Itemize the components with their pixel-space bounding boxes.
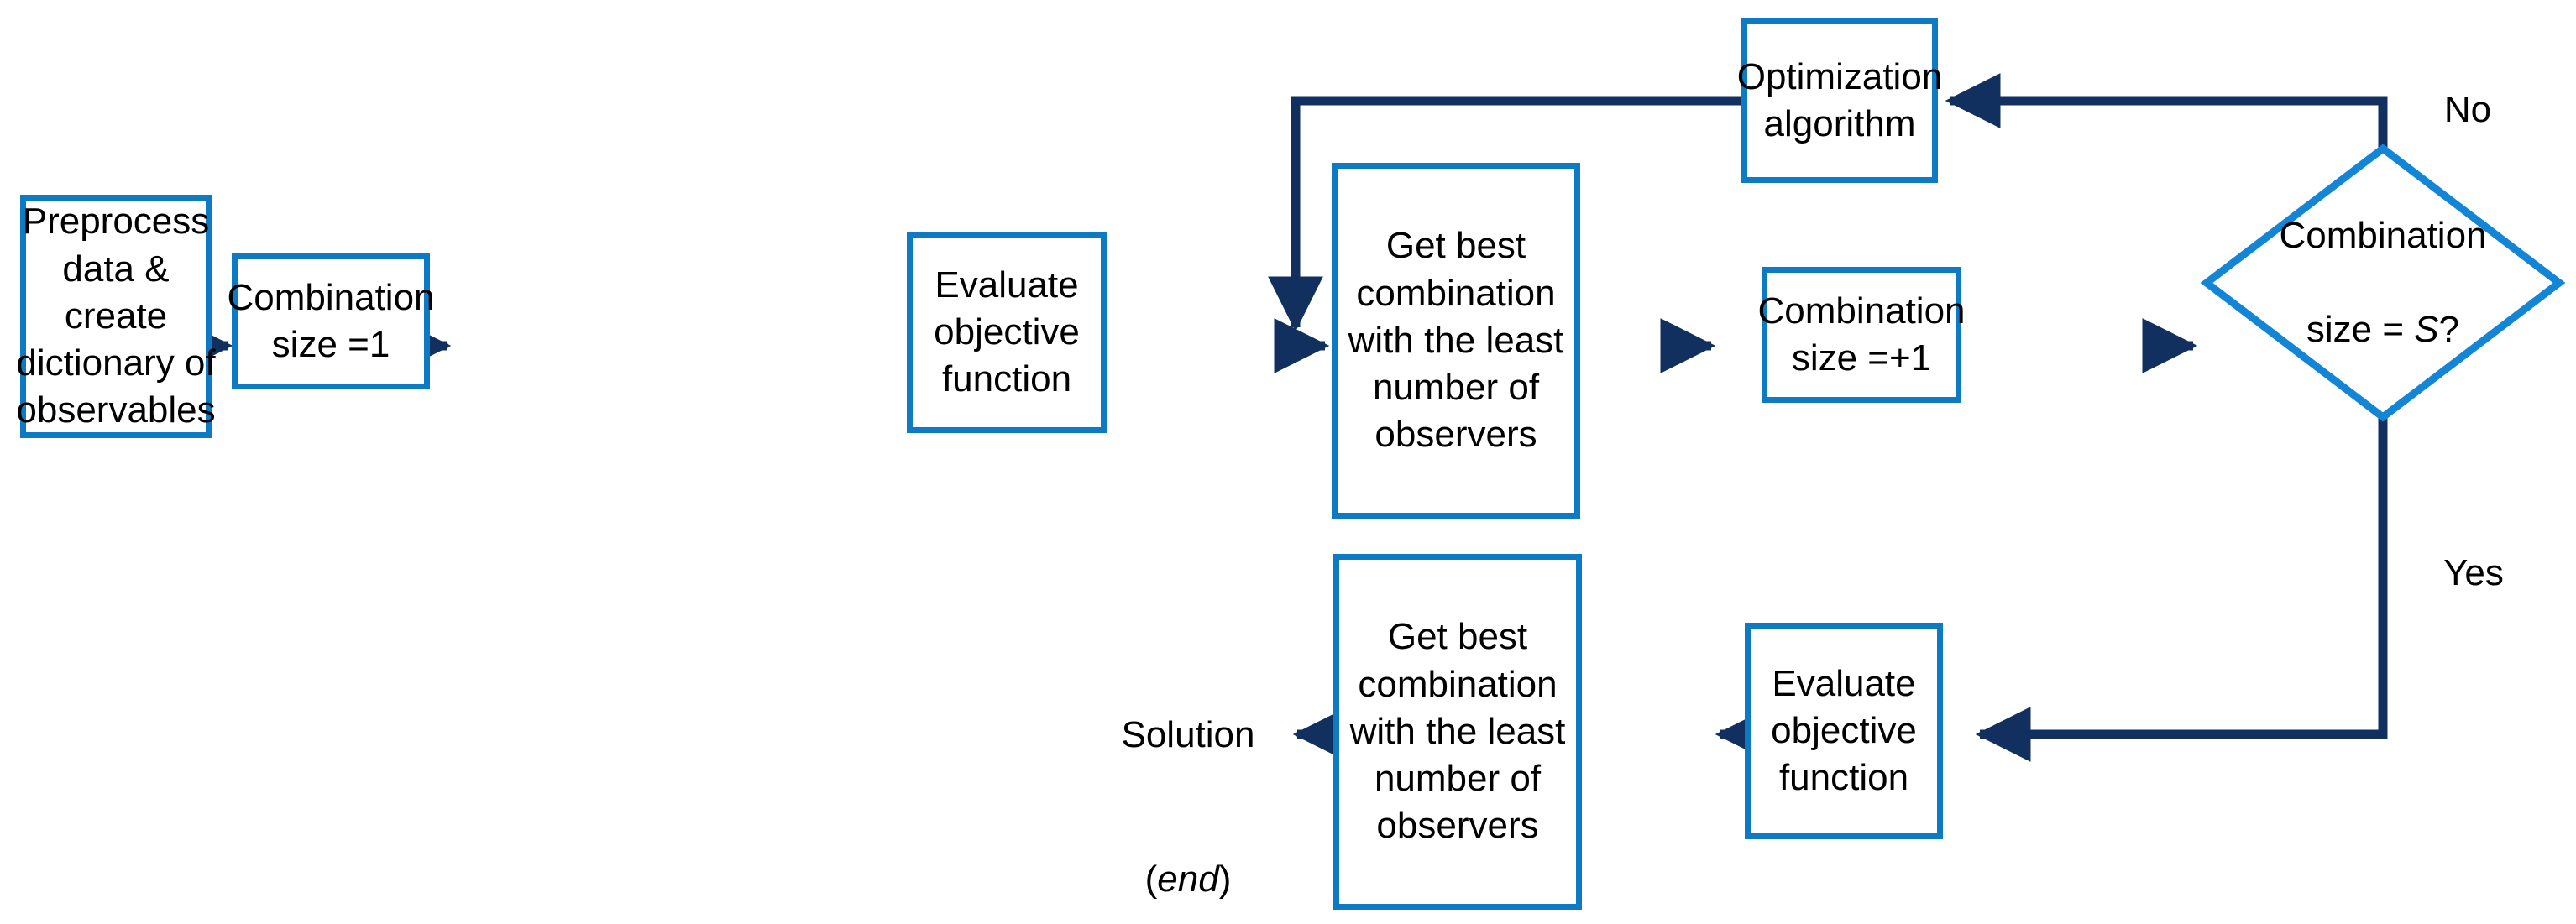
solution-paren-close: ) [1218,858,1232,900]
node-combination-size-plus-1-text: Combination size =+1 [1757,267,1965,403]
node-get-best-combination-bottom-label: Get best combination with the least numb… [1349,616,1566,847]
solution-end-italic: end [1157,858,1219,900]
node-get-best-combination-bottom[interactable] [1333,554,1582,910]
node-combination-size-1[interactable]: Combination size =1 [227,253,435,389]
edge-label-no: No [2403,44,2491,176]
edge-label-yes: Yes [2403,507,2504,639]
node-evaluate-objective-top[interactable] [907,232,1107,433]
node-evaluate-objective-top-text: Evaluate objective function [907,232,1107,433]
node-get-best-combination-bottom-text: Get best combination with the least numb… [1333,554,1582,910]
node-evaluate-objective-bottom-text: Evaluate objective function [1745,623,1943,839]
node-get-best-combination-top[interactable] [1332,163,1580,519]
node-solution: Solution (end) [1083,663,1293,924]
node-optimization-algorithm[interactable] [1741,18,1938,183]
edge-decision-yes-to-evaluate-bottom [1975,417,2388,762]
node-preprocess[interactable]: Preprocess data & create dictionary of o… [16,195,216,438]
node-optimization-algorithm-text: Optimization algorithm [1737,18,1943,183]
solution-paren-open: ( [1144,858,1158,900]
solution-label-line1: Solution [1121,714,1255,756]
node-evaluate-objective-bottom[interactable] [1745,623,1943,839]
node-get-best-combination-top-text: Get best combination with the least numb… [1332,163,1580,519]
decision-diamond-shape [2200,144,2566,422]
edge-label-yes-text: Yes [2443,551,2504,593]
node-get-best-combination-top-label: Get best combination with the least numb… [1348,225,1564,456]
node-preprocess-label: Preprocess data & create dictionary of o… [16,201,216,431]
edge-label-no-text: No [2443,88,2492,130]
edge-decision-no-to-optimization [1945,73,2388,149]
node-evaluate-objective-bottom-label: Evaluate objective function [1771,662,1917,799]
edge-optimization-to-getbest [1268,96,1741,332]
node-optimization-algorithm-label: Optimization algorithm [1736,55,1943,144]
solution-label-line2: (end) [1083,807,1293,903]
node-evaluate-objective-top-label: Evaluate objective function [934,264,1080,400]
node-combination-size-plus-1-label: Combination size =+1 [1757,290,1966,378]
node-combination-size-1-label: Combination size =1 [227,276,435,365]
node-combination-size-plus-1[interactable] [1762,267,1961,403]
